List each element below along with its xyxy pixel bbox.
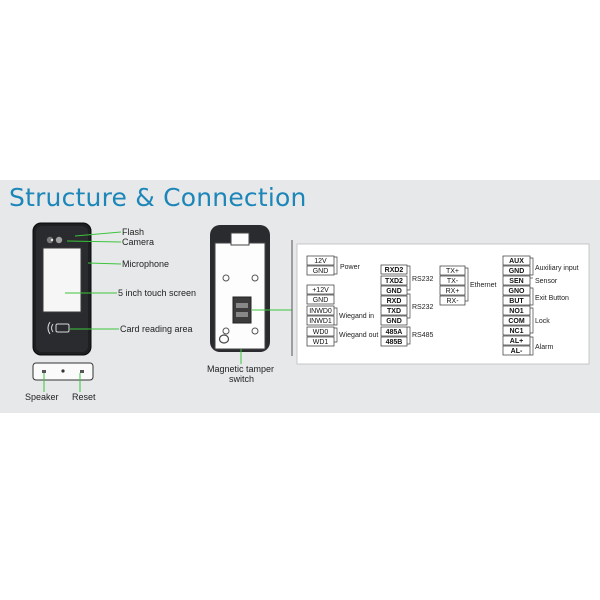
group-wiegand-in: Wiegand in [339, 313, 374, 320]
terminal-label: 485A [386, 329, 403, 336]
label-card-area: Card reading area [120, 324, 193, 334]
terminal-box [502, 285, 531, 296]
group-power: Power [340, 264, 361, 271]
terminal-label: RX+ [446, 288, 460, 295]
terminal-label: +12V [312, 287, 329, 294]
terminal-label: RXD2 [385, 267, 404, 274]
terminal-box [380, 326, 408, 337]
terminal-box [306, 305, 335, 316]
terminal-box [380, 315, 408, 326]
terminal-box [502, 275, 531, 286]
terminal-box [502, 305, 531, 316]
terminal-label: WD0 [313, 329, 329, 336]
terminal-label: WD1 [313, 339, 329, 346]
card-reader-icon [47, 321, 70, 335]
terminal-box [306, 255, 335, 266]
touch-screen [42, 247, 82, 313]
terminal-label: NC1 [509, 328, 523, 335]
reset-hole [61, 369, 65, 373]
group-rs485: RS485 [412, 332, 434, 339]
terminal-label: AL+ [510, 338, 523, 345]
label-reset: Reset [72, 392, 96, 402]
terminal-label: NO1 [509, 308, 524, 315]
terminal-label: BUT [509, 298, 524, 305]
group-lock: Lock [535, 318, 550, 325]
group-rs232-b: RS232 [412, 304, 434, 311]
speaker-grille [42, 370, 46, 373]
terminal-box [502, 255, 531, 266]
label-tamper-line1: Magnetic tamper [207, 364, 274, 374]
terminal-label: GND [386, 288, 402, 295]
label-screen: 5 inch touch screen [118, 288, 196, 298]
terminal-label: GND [313, 297, 329, 304]
terminal-label: RXD [387, 298, 402, 305]
terminal-box [380, 264, 408, 275]
label-flash: Flash [122, 227, 144, 237]
page-title: Structure & Connection [9, 183, 307, 212]
terminal-label: TXD2 [385, 278, 403, 285]
terminal-label: AL- [511, 348, 523, 355]
group-exit-button: Exit Button [535, 295, 569, 302]
label-tamper-line2: switch [229, 374, 254, 384]
terminal-box [306, 294, 335, 305]
terminal-label: 12V [314, 258, 327, 265]
terminal-box [439, 285, 466, 296]
terminal-label: SEN [509, 278, 523, 285]
terminal-label: TX- [447, 278, 459, 285]
label-camera: Camera [122, 237, 154, 247]
terminal-label: 485B [386, 339, 403, 346]
terminal-box [502, 265, 531, 276]
terminal-box [380, 285, 408, 296]
terminal-box [502, 315, 531, 326]
terminal-box [306, 315, 335, 326]
group-rs232-a: RS232 [412, 276, 434, 283]
terminal-label: TX+ [446, 268, 459, 275]
terminal-box [439, 265, 466, 276]
terminal-box [380, 336, 408, 347]
group-sensor: Sensor [535, 278, 558, 285]
terminal-block [232, 296, 252, 324]
terminal-label: RX- [446, 298, 459, 305]
terminal-label: GND [313, 268, 329, 275]
terminal-box [502, 345, 531, 356]
terminal-box [380, 305, 408, 316]
device-back-view: Magnetic tamper switch [207, 225, 293, 384]
group-wiegand-out: Wiegand out [339, 332, 378, 339]
label-microphone: Microphone [122, 259, 169, 269]
terminal-label: TXD [387, 308, 401, 315]
terminal-box [306, 336, 335, 347]
terminal-label: GND [386, 318, 402, 325]
terminal-box [306, 326, 335, 337]
camera-lens [55, 236, 63, 244]
group-auxiliary-input: Auxiliary input [535, 265, 579, 272]
terminal-box [502, 325, 531, 336]
terminal-box [380, 275, 408, 286]
group-ethernet: Ethernet [470, 282, 497, 289]
terminal-label: GND [509, 268, 525, 275]
terminal-label: AUX [509, 258, 524, 265]
terminal-label: INWD0 [309, 308, 332, 315]
label-speaker: Speaker [25, 392, 59, 402]
terminal-box [439, 275, 466, 286]
terminal-label: COM [508, 318, 525, 325]
terminal-box [502, 295, 531, 306]
terminal-label: INWD1 [309, 318, 332, 325]
flash-light [46, 236, 54, 244]
device-bottom-view: Speaker Reset [25, 362, 96, 402]
terminal-box [502, 335, 531, 346]
ethernet-terminal-column: TX+ TX- RX+ RX- [439, 265, 466, 306]
terminal-box [380, 295, 408, 306]
tamper-switch [218, 334, 230, 344]
terminal-box [439, 295, 466, 306]
terminal-label: GNO [509, 288, 526, 295]
group-alarm: Alarm [535, 344, 553, 351]
group-brackets [334, 256, 534, 356]
device-front-view: Flash Camera Microphone 5 inch touch scr… [32, 222, 196, 356]
terminal-box [306, 265, 335, 276]
terminal-box [306, 284, 335, 295]
